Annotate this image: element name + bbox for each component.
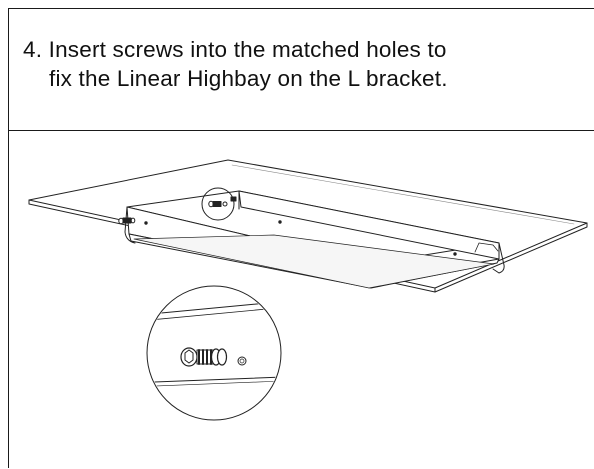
screw-detail-callout: [146, 285, 282, 421]
linear-highbay-fixture: [118, 187, 505, 289]
step-header: 4. Insert screws into the matched holes …: [9, 9, 594, 131]
instruction-line-1: 4. Insert screws into the matched holes …: [23, 37, 447, 62]
magnified-screw: [180, 347, 247, 367]
detail-marker-circle: [201, 187, 235, 221]
right-screw: [230, 196, 237, 202]
assembly-illustration: [28, 159, 588, 421]
instruction-panel: 4. Insert screws into the matched holes …: [8, 8, 594, 468]
left-screw: [118, 217, 136, 225]
instruction-line-2: fix the Linear Highbay on the L bracket.: [49, 66, 448, 91]
